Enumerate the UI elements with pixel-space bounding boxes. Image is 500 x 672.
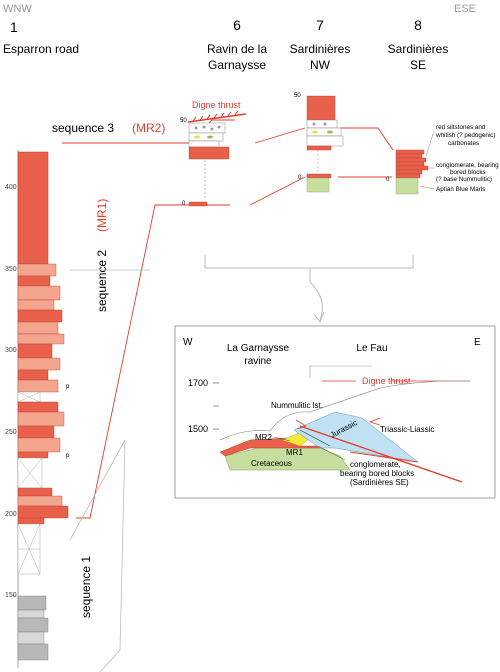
mr2-label: (MR2) [132,121,165,135]
legend-cong-line3: (? base Nummulitic) [436,176,492,183]
p-marker-2: p [66,453,70,459]
inset-digne-thrust: Digne thrust [362,376,411,386]
inset-triassic: Triassic-Liassic [380,425,434,434]
inset-nummulitic: Nummulitic lst. [271,401,323,410]
col6-scale-0: 0 [182,201,186,207]
col7-scale-0: 0 [298,175,302,181]
sequence-1-label: sequence 1 [79,556,93,618]
col7-scale-50: 50 [294,93,301,99]
inset-garnaysse-l2: ravine [244,356,272,367]
col6-scale-50: 50 [180,118,187,124]
column-1-log: 400 350 300 250 200 150 [5,150,70,668]
scale-250: 250 [5,429,17,436]
sequence-2-label: sequence 2 [95,250,109,312]
legend-cong-line1: conglomerate, bearing [436,162,499,169]
section-8-name-l2: SE [410,58,426,72]
section-6-name-l2: Garnaysse [208,58,266,72]
inset-le-fau: Le Fau [356,343,387,354]
inset-cong-l2: bearing bored blocks [340,469,414,478]
legend-marls: Aptian Blue Marls [436,186,485,193]
column-7-log: 50 0 [294,93,344,193]
col8-scale-0: 0 [386,177,390,183]
inset-cong-l3: (Sardinières SE) [350,478,409,487]
section-6-name-l1: Ravin de la [207,42,267,56]
mr1-label: (MR1) [95,199,109,232]
inset-w-label: W [183,337,193,348]
section-7-number: 7 [316,17,324,33]
inset-cross-section: W E La Garnaysse ravine Le Fau 1700 1500… [174,325,496,499]
inset-mr2: MR2 [255,433,272,442]
section-1-name: Esparron road [3,42,79,56]
sequence-3-label: sequence 3 [52,121,114,135]
section-7-name-l1: Sardinières [290,42,351,56]
red-bed-top [17,151,49,265]
inset-elev-1500: 1500 [188,424,208,434]
section-8-name-l1: Sardinières [388,42,449,56]
inset-elev-1700: 1700 [188,378,208,388]
legend-cong-line2: bored blocks [450,169,486,176]
p-marker-1: p [66,384,70,390]
section-6-number: 6 [233,17,241,33]
column-8-log: 0 red siltstones and whitish (? pedogeni… [386,124,499,195]
legend-red-line1: red siltstones and [436,124,486,131]
grouping-bracket [204,255,414,324]
column-6-log: 50 0 Digne thrust [180,100,247,207]
col6-digne-thrust-label: Digne thrust [192,100,241,110]
scale-350: 350 [5,266,17,273]
scale-300: 300 [5,347,17,354]
section-8-number: 8 [414,17,422,33]
legend-red-line2: whitish (? pedogenic) [435,132,496,139]
wnw-label: WNW [3,3,32,15]
legend-red-line3: carbonates [448,140,479,147]
section-7-name-l2: NW [310,58,331,72]
ese-label: ESE [454,3,476,15]
inset-garnaysse-l1: La Garnaysse [227,343,290,354]
inset-mr1: MR1 [286,448,303,457]
inset-cong-l1: conglomerate, [350,460,401,469]
section-1-number: 1 [10,19,18,35]
inset-cretaceous: Cretaceous [251,459,292,468]
inset-e-label: E [474,337,481,348]
scale-150: 150 [5,592,17,599]
scale-400: 400 [5,184,17,191]
scale-200: 200 [5,511,17,518]
